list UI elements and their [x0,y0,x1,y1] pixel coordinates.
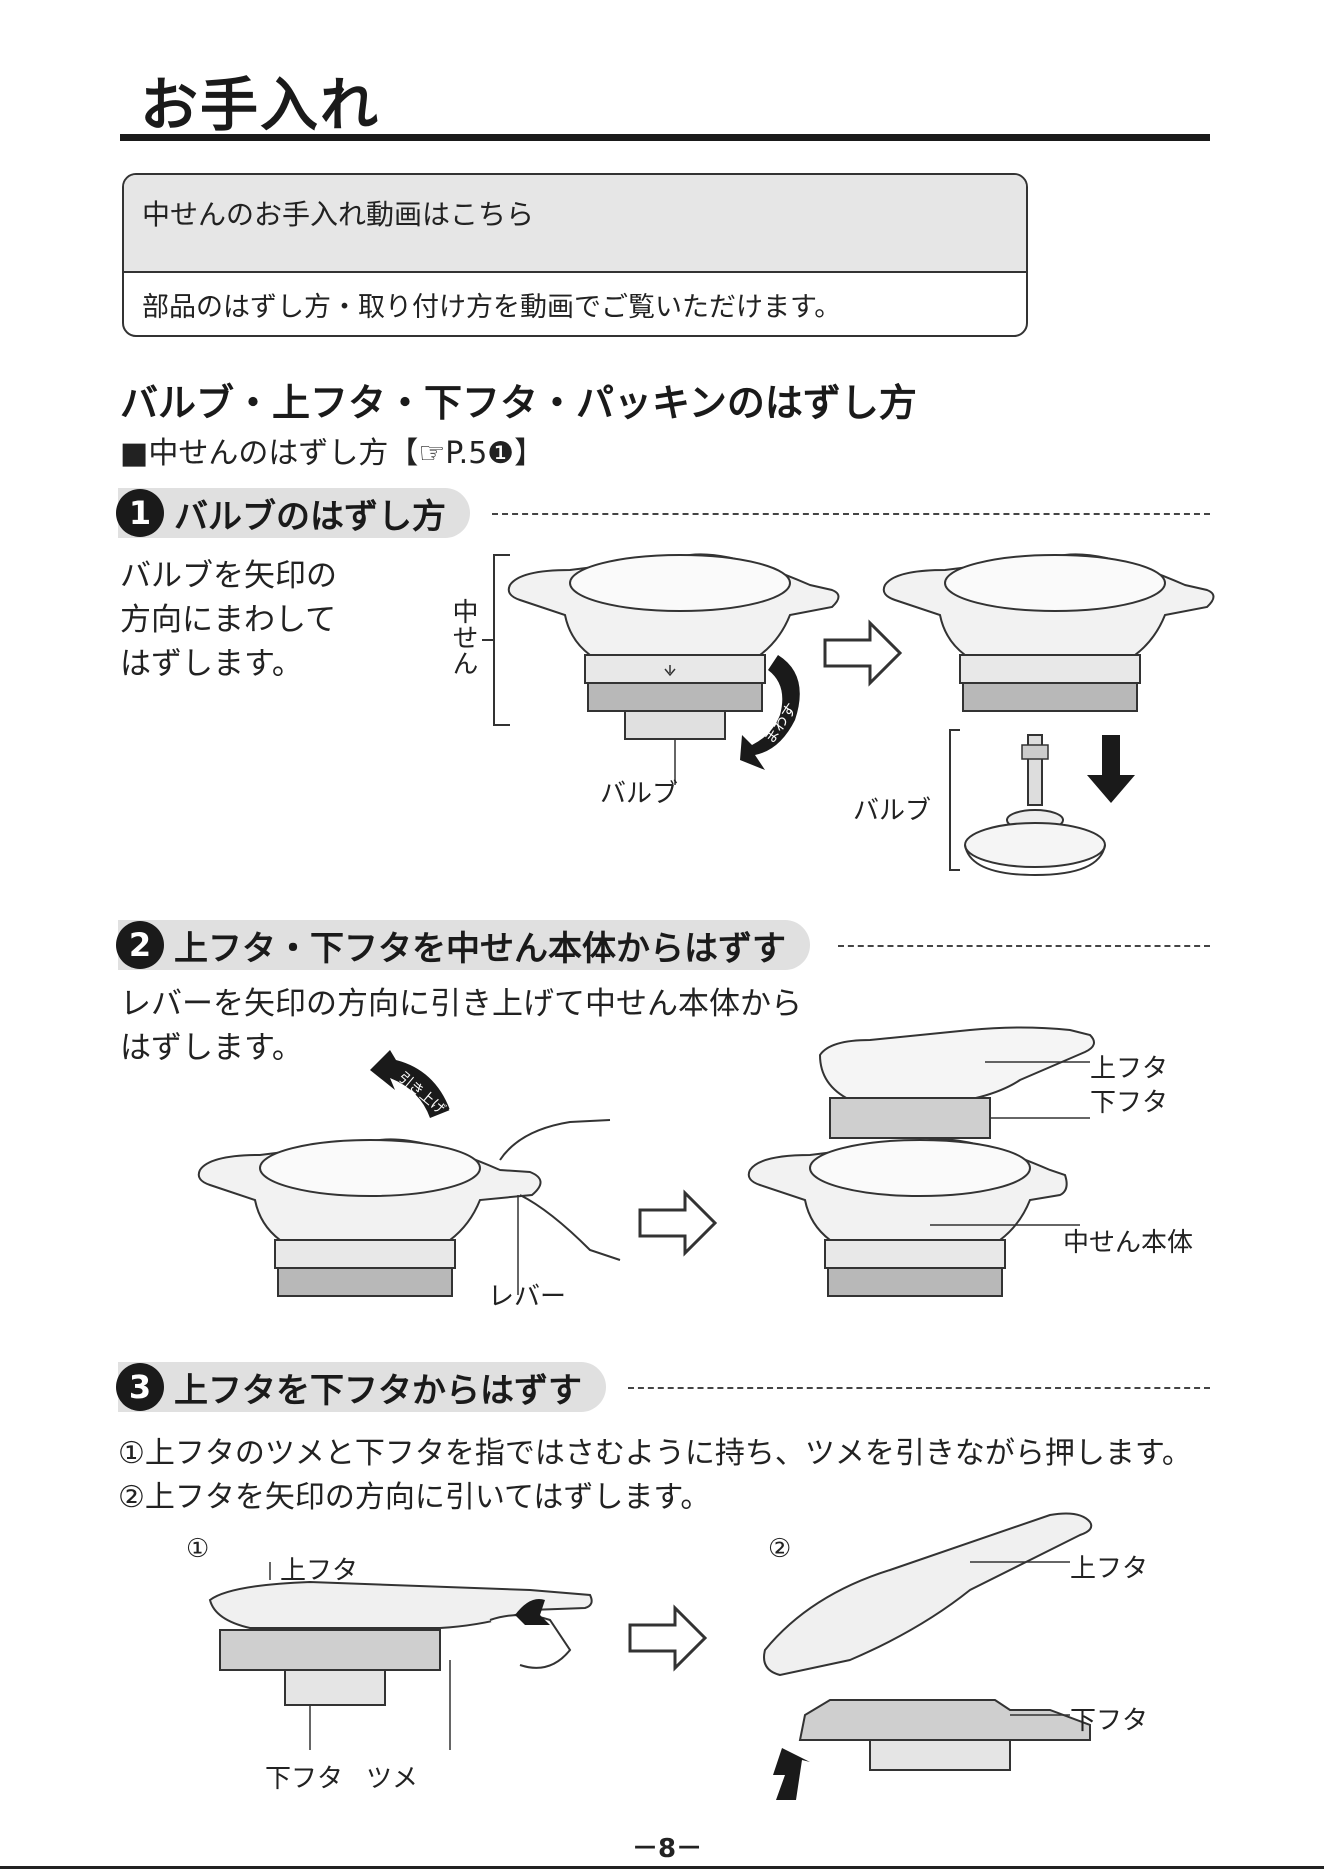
title-rule [120,134,1210,141]
lower-lid-label: 下フタ [1090,1088,1169,1118]
step1-title: バルブのはずし方 [174,496,446,537]
step3-text: ①上フタのツメと下フタを指ではさむように持ち、ツメを引きながら押します。 ②上フ… [118,1432,1192,1520]
pull-up-arrow-icon [370,1050,450,1118]
page-title: お手入れ [140,71,381,139]
step2-heading: 2 上フタ・下フタを中せん本体からはずす [116,920,810,970]
section-subline: ■中せんのはずし方【☞P.5❶】 [120,436,545,471]
section-title: バルブ・上フタ・下フタ・パッキンのはずし方 [120,381,917,425]
fig2-marker: ② [768,1534,792,1564]
step1-text-line: 方向にまわして [120,602,337,638]
step2-text-line: はずします。 [120,1030,303,1066]
fig2-upper-label: 上フタ [1070,1554,1149,1584]
step3-text-line: ①上フタのツメと下フタを指ではさむように持ち、ツメを引きながら押します。 [118,1436,1192,1471]
valve-label-left: バルブ [600,779,679,809]
step1-text: バルブを矢印の 方向にまわして はずします。 [120,554,337,686]
fig1-claw-label: ツメ [366,1764,419,1794]
push-arrow-icon [515,1599,550,1625]
step2-text-line: レバーを矢印の方向に引き上げて中せん本体から [120,986,802,1022]
valve-illustration [949,729,1106,877]
bottom-rule [0,1866,1324,1869]
step3-heading: 3 上フタを下フタからはずす [116,1362,606,1412]
step3-text-line: ②上フタを矢印の方向に引いてはずします。 [118,1480,711,1515]
video-box-body: 部品のはずし方・取り付け方を動画でご覧いただけます。 [142,292,842,323]
page-number: －8－ [632,1834,703,1864]
step1-text-line: はずします。 [120,646,303,682]
video-box-heading: 中せんのお手入れ動画はこちら [124,175,1026,273]
step2-title: 上フタ・下フタを中せん本体からはずす [174,928,786,969]
step2-illustration: 引き上げる [197,1026,1095,1297]
plug-body-illustration [747,1138,1068,1297]
rotate-arrow-icon [740,655,800,770]
next-arrow-icon [628,1604,708,1672]
plug-body-label: 中せん本体 [1063,1228,1194,1258]
fig1-illustration [208,1562,593,1750]
step3-illustration [208,1512,1093,1800]
fig2-illustration [763,1512,1093,1800]
fig2-lower-label: 下フタ [1070,1706,1149,1736]
fig1-lower-label: 下フタ [265,1764,344,1794]
down-arrow-icon [1087,735,1135,803]
fig1-marker: ① [186,1534,210,1564]
step2-number: 2 [116,921,164,969]
fig1-upper-label: 上フタ [280,1556,359,1586]
video-info-box: 中せんのお手入れ動画はこちら 部品のはずし方・取り付け方を動画でご覧いただけます… [122,173,1028,337]
step3-title: 上フタを下フタからはずす [174,1370,582,1411]
step1-number: 1 [116,489,164,537]
removed-lids-illustration [818,1026,1095,1139]
nakasen-label: 中せん [448,598,478,676]
step2-dash-line [838,945,1210,947]
up-arrow-icon [773,1748,810,1800]
plug-before-illustration [507,553,840,785]
next-arrow-icon [638,1189,718,1257]
plug-with-lever-illustration [197,1119,621,1297]
step2-text: レバーを矢印の方向に引き上げて中せん本体から はずします。 [120,982,802,1070]
lever-label: レバー [488,1282,567,1312]
step1-dash-line [492,513,1210,515]
step3-dash-line [628,1387,1210,1389]
next-arrow-icon [823,619,903,687]
upper-lid-label: 上フタ [1090,1054,1169,1084]
step1-text-line: バルブを矢印の [120,558,337,594]
step1-heading: 1 バルブのはずし方 [116,488,470,538]
valve-label-right: バルブ [853,796,932,826]
step1-illustration: まわす [482,553,1215,877]
step3-number: 3 [116,1363,164,1411]
plug-after-illustration [882,553,1215,712]
